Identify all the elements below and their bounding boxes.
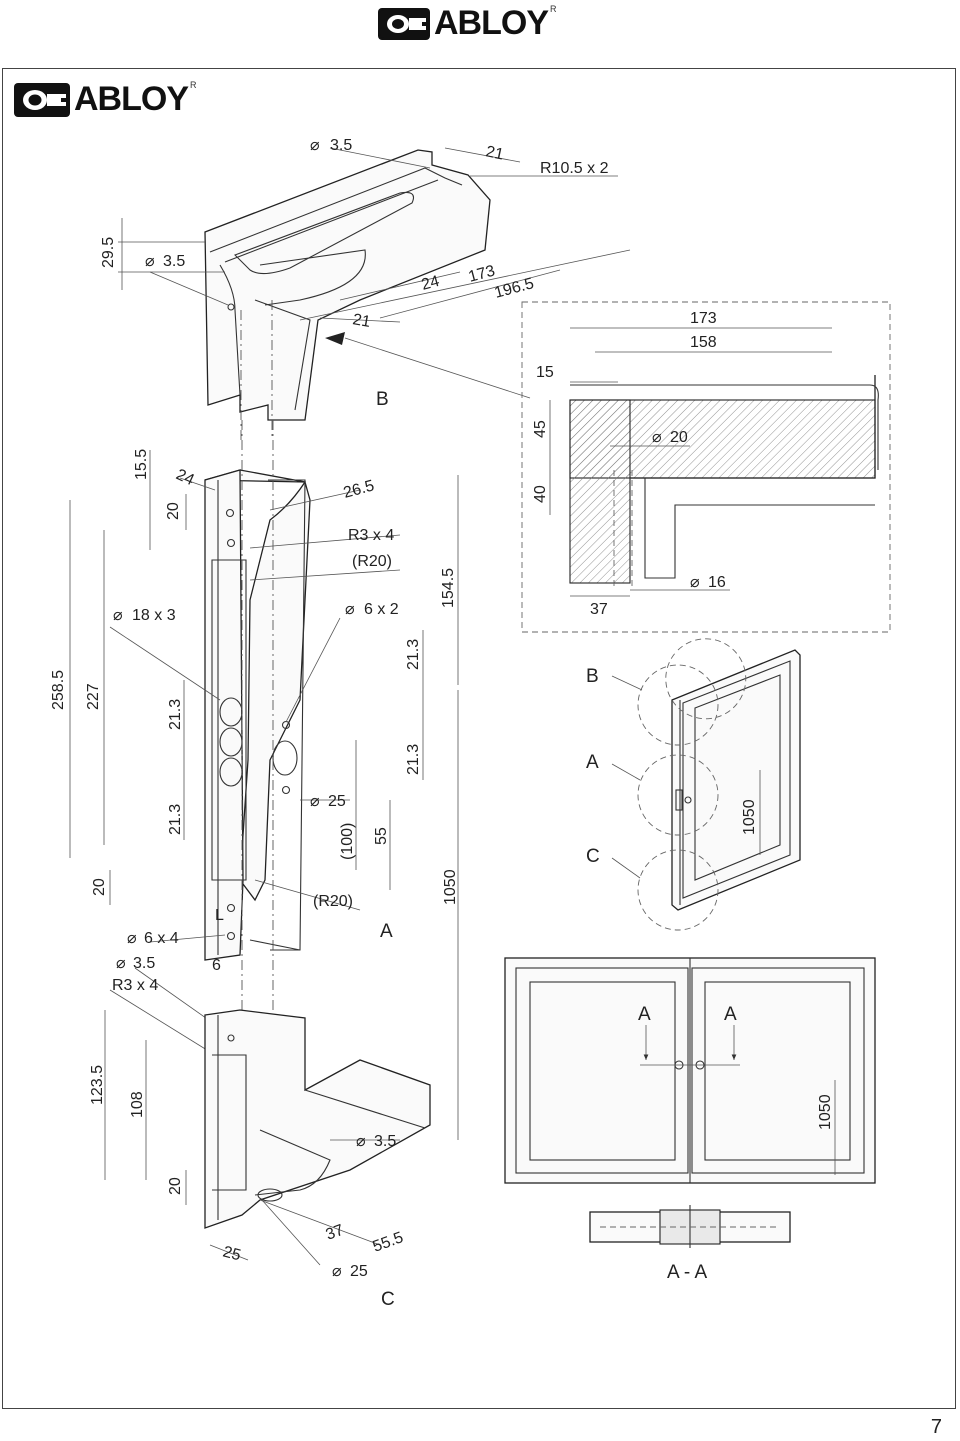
section-arrow-b [325, 332, 345, 345]
dim-15-5: 15.5 [133, 449, 150, 480]
dim-21-3-c: 21.3 [167, 699, 184, 730]
window-double-height: 1050 [817, 1094, 834, 1130]
top-bracket-drawing [204, 149, 531, 440]
bottom-bracket-drawing [204, 1009, 431, 1229]
dim-holes-6x2: 6 x 2 [364, 601, 399, 618]
dim-holes-18: 18 x 3 [132, 607, 176, 624]
dim-154-5: 154.5 [440, 568, 457, 608]
dim-d25-bottom: 25 [350, 1263, 368, 1280]
middle-strike-plate-drawing [204, 420, 311, 1015]
page-number: 7 [930, 1416, 942, 1438]
dim-hole-top-value: 3.5 [330, 137, 352, 154]
bottom-bracket-dimensions: 123.5 108 ⌀ 3.5 20 37 55.5 25 ⌀ 25 C [89, 1010, 406, 1310]
dim-holes-6x2-symbol: ⌀ [345, 601, 355, 618]
dim-r20-top: (R20) [352, 553, 392, 570]
dim-100: (100) [339, 823, 356, 860]
dim-r20-lower: (R20) [313, 893, 353, 910]
dim-29-5: 29.5 [100, 237, 117, 268]
label-section-b: B [376, 389, 389, 410]
dim-hole-top: ⌀ [310, 137, 320, 154]
dim-173-top: 173 [467, 263, 497, 286]
window-single: B A C 1050 [586, 638, 801, 931]
brand-name-inner: ABLOY [74, 80, 189, 118]
dim-55-5: 55.5 [371, 1229, 406, 1256]
dim-37-section: 37 [590, 601, 608, 618]
dim-d3-5-symbol: ⌀ [116, 955, 126, 972]
window-double-label-a-right: A [724, 1004, 737, 1025]
dim-21-top: 21 [484, 143, 505, 163]
section-aa-label: A - A [667, 1262, 707, 1283]
dim-hole-left-value: 3.5 [163, 253, 185, 270]
dim-24-top: 24 [420, 273, 442, 294]
dim-21-3-d: 21.3 [167, 804, 184, 835]
dim-158: 158 [690, 334, 717, 351]
brand-name: ABLOY [434, 4, 549, 42]
section-b-dimensions: 173 158 15 45 ⌀ 20 40 37 ⌀ 16 [532, 310, 832, 618]
section-b-detail [521, 301, 891, 633]
window-label-c: C [586, 846, 600, 867]
dim-holes-18-symbol: ⌀ [113, 607, 123, 624]
middle-strike-plate-dimensions: 15.5 24 20 26.5 R3 x 4 (R20) ⌀ 18 x 3 ⌀ … [50, 449, 459, 1140]
dim-26-5: 26.5 [342, 477, 377, 502]
dim-24-mid: 24 [173, 466, 196, 489]
dim-d20-symbol: ⌀ [652, 429, 662, 446]
dim-15: 15 [536, 364, 554, 381]
section-a-a: A - A [589, 1205, 791, 1283]
window-double-label-a-left: A [638, 1004, 651, 1025]
abloy-key-icon [378, 7, 430, 40]
dim-40: 40 [532, 485, 549, 503]
dim-slot-radius: R10.5 x 2 [540, 160, 609, 177]
brand-logo-inner: ABLOY R [14, 80, 197, 119]
dim-55: 55 [373, 827, 390, 845]
dim-d16: 16 [708, 574, 726, 591]
label-section-a: A [380, 921, 393, 942]
dim-258-5: 258.5 [50, 670, 67, 710]
dim-21-mid: 21 [351, 311, 372, 331]
window-double: A A 1050 [504, 957, 876, 1184]
dim-196-5: 196.5 [493, 275, 536, 302]
dim-21-3-a: 21.3 [405, 639, 422, 670]
dim-6: 6 [212, 957, 221, 974]
brand-logo-header: ABLOY R [378, 4, 557, 43]
dim-d3-5-bottom: 3.5 [374, 1133, 396, 1150]
dim-25-bottom: 25 [221, 1243, 243, 1264]
dim-d25-mid: 25 [328, 793, 346, 810]
dim-d25-symbol: ⌀ [310, 793, 320, 810]
dim-21-3-b: 21.3 [405, 744, 422, 775]
window-label-b: B [586, 666, 599, 687]
dim-d25-bottom-symbol: ⌀ [332, 1263, 342, 1280]
abloy-key-icon [14, 82, 70, 117]
dim-d3-5-bottom-symbol: ⌀ [356, 1133, 366, 1150]
dim-20-mid: 20 [165, 502, 182, 520]
dim-holes-6x4: 6 x 4 [144, 930, 179, 947]
registered-mark: R [550, 4, 557, 14]
dim-holes-6x4-symbol: ⌀ [127, 930, 137, 947]
dim-r3x4-lower: R3 x 4 [112, 977, 158, 994]
dim-45: 45 [532, 420, 549, 438]
window-label-a: A [586, 752, 599, 773]
dim-r3x4-top: R3 x 4 [348, 527, 394, 544]
dim-hole-left: ⌀ [145, 253, 155, 270]
dim-d16-symbol: ⌀ [690, 574, 700, 591]
dim-d3-5-mid: 3.5 [133, 955, 155, 972]
top-bracket-dimensions: ⌀ 3.5 21 R10.5 x 2 29.5 ⌀ 3.5 24 173 196… [100, 137, 631, 410]
registered-mark-inner: R [190, 80, 197, 90]
drawing-frame [2, 68, 956, 1409]
dim-20-bottom: 20 [167, 1177, 184, 1195]
dim-37-bottom: 37 [324, 1222, 347, 1244]
dim-227: 227 [85, 683, 102, 710]
dim-1050-mid: 1050 [442, 869, 459, 905]
dim-123-5: 123.5 [89, 1065, 106, 1105]
dim-l: L [215, 907, 224, 924]
dim-20-lower: 20 [91, 878, 108, 896]
label-section-c: C [381, 1289, 395, 1310]
dim-d20: 20 [670, 429, 688, 446]
dim-173-section: 173 [690, 310, 717, 327]
dim-108: 108 [129, 1091, 146, 1118]
window-single-height: 1050 [741, 799, 758, 835]
